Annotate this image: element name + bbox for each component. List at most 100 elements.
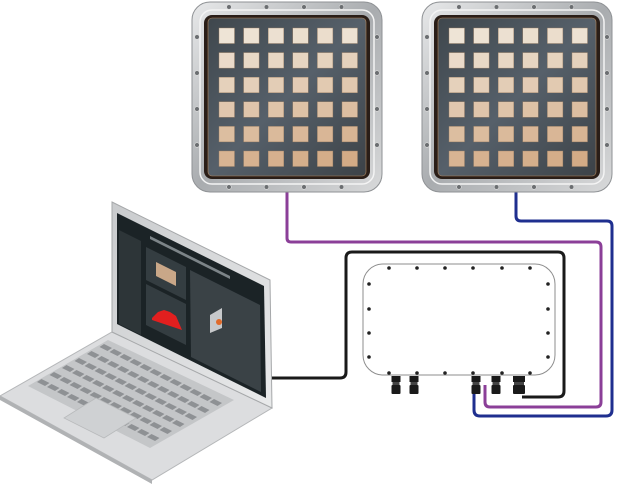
keyboard-key[interactable] [94, 368, 108, 375]
keyboard-key[interactable] [122, 395, 135, 402]
keyboard-key[interactable] [107, 361, 120, 368]
keyboard-key[interactable] [49, 372, 63, 379]
keyboard-key[interactable] [154, 398, 168, 405]
keyboard-key[interactable] [114, 378, 128, 385]
keyboard-key[interactable] [197, 406, 210, 413]
keyboard-key[interactable] [109, 349, 123, 356]
keyboard-key[interactable] [189, 389, 203, 396]
keyboard-key[interactable] [97, 356, 110, 363]
keyboard-key[interactable] [117, 366, 130, 373]
keyboard-key[interactable] [144, 393, 158, 400]
led-tile [341, 27, 358, 44]
keyboard-key[interactable] [149, 369, 163, 376]
keyboard-key[interactable] [67, 394, 80, 401]
keyboard-key[interactable] [174, 408, 188, 415]
keyboard-key[interactable] [132, 400, 145, 407]
led-tile [218, 52, 235, 69]
led-tile [448, 126, 465, 143]
keyboard-key[interactable] [127, 424, 140, 431]
keyboard-key[interactable] [139, 364, 153, 371]
keyboard-key[interactable] [134, 388, 148, 395]
keyboard-key[interactable] [172, 420, 185, 427]
keyboard-key[interactable] [149, 422, 163, 429]
keyboard-key[interactable] [147, 381, 160, 388]
keyboard-key[interactable] [209, 399, 223, 406]
keyboard-key[interactable] [157, 386, 170, 393]
keyboard-key[interactable] [69, 382, 83, 389]
screw-icon [528, 371, 532, 375]
trackpad[interactable] [63, 397, 137, 439]
keyboard-key[interactable] [119, 354, 133, 361]
keyboard-key[interactable] [124, 383, 138, 390]
keyboard-key[interactable] [147, 434, 160, 441]
keyboard-key[interactable] [159, 427, 173, 434]
screw-icon [374, 106, 380, 112]
keyboard-key[interactable] [72, 370, 85, 377]
keyboard-key[interactable] [104, 373, 118, 380]
cable-connector [491, 376, 501, 394]
led-tile [498, 101, 514, 118]
screw-icon [338, 184, 345, 190]
led-tile [317, 76, 334, 93]
screw-icon [374, 34, 380, 40]
screw-icon [263, 4, 270, 10]
led-tile [218, 76, 235, 93]
keyboard-key[interactable] [169, 379, 183, 386]
keyboard-key[interactable] [199, 394, 213, 401]
screw-icon [367, 355, 371, 359]
led-tile [522, 126, 539, 143]
keyboard-key[interactable] [62, 365, 75, 372]
keyboard-key[interactable] [127, 371, 140, 378]
keyboard-key[interactable] [57, 389, 70, 396]
keyboard-key[interactable] [79, 387, 93, 394]
screen-3d-view [190, 270, 261, 392]
keyboard-key[interactable] [164, 403, 178, 410]
keyboard-key[interactable] [137, 429, 150, 436]
keyboard-key[interactable] [92, 380, 105, 387]
led-tile [571, 27, 588, 44]
keyboard-key[interactable] [129, 359, 143, 366]
keyboard-key[interactable] [74, 358, 88, 365]
screw-icon [263, 184, 270, 190]
screw-icon [500, 266, 504, 270]
led-tile [448, 27, 465, 44]
led-tile [571, 76, 588, 93]
screw-icon [531, 184, 537, 190]
screw-icon [194, 106, 200, 112]
keyboard-key[interactable] [89, 392, 103, 399]
keyboard-key[interactable] [139, 417, 153, 424]
keyboard-key[interactable] [159, 374, 173, 381]
keyboard-key[interactable] [47, 384, 60, 391]
screw-icon [194, 34, 200, 40]
keyboard-key[interactable] [179, 384, 193, 391]
screw-icon [194, 70, 200, 76]
keyboard-key[interactable] [142, 405, 155, 412]
keyboard-key[interactable] [82, 375, 95, 382]
keyboard-key[interactable] [102, 385, 115, 392]
keyboard-key[interactable] [177, 396, 190, 403]
keyboard-key[interactable] [99, 344, 113, 351]
keyboard-key[interactable] [187, 401, 200, 408]
keyboard-key[interactable] [37, 379, 50, 386]
screw-icon [546, 355, 550, 359]
keyboard-key[interactable] [162, 415, 175, 422]
keyboard-key[interactable] [152, 410, 165, 417]
keyboard-key[interactable] [87, 351, 100, 358]
keyboard-key[interactable] [167, 391, 180, 398]
keyboard-key[interactable] [109, 402, 123, 409]
screw-icon [301, 184, 307, 190]
keyboard-key[interactable] [137, 376, 150, 383]
keyboard-key[interactable] [84, 363, 98, 370]
led-tile [498, 150, 514, 167]
led-tile [292, 52, 309, 69]
screw-icon [424, 106, 430, 112]
keyboard-key[interactable] [119, 407, 133, 414]
led-tile [218, 27, 235, 44]
keyboard-key[interactable] [184, 413, 198, 420]
keyboard-key[interactable] [59, 377, 73, 384]
keyboard-key[interactable] [112, 390, 125, 397]
screw-icon [568, 184, 575, 190]
screw-icon [338, 4, 345, 10]
keyboard-key[interactable] [99, 397, 113, 404]
keyboard-key[interactable] [129, 412, 143, 419]
